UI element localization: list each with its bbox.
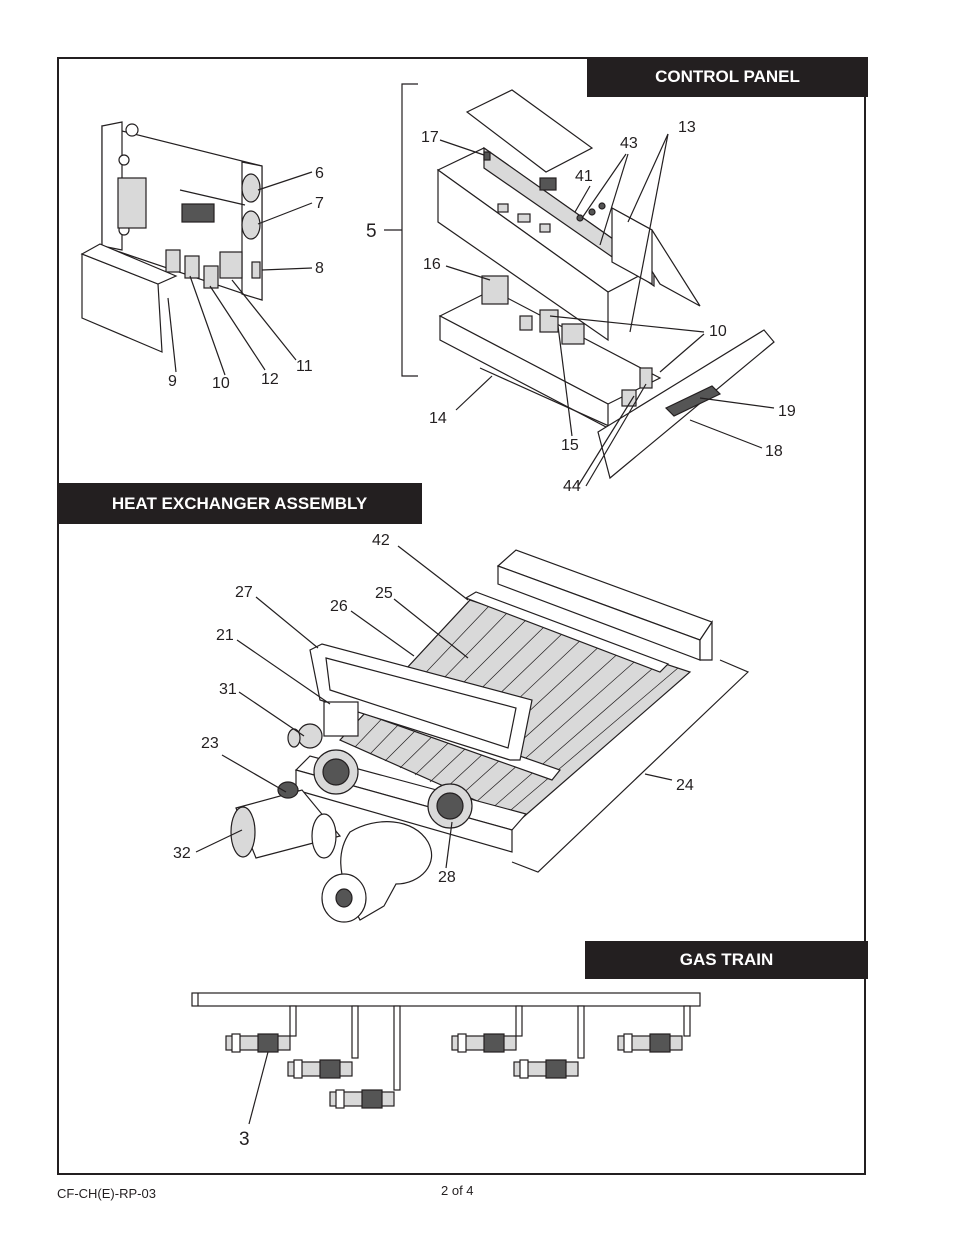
control-panel-bracket <box>384 83 418 377</box>
callout-27: 27 <box>235 584 253 601</box>
control-panel-banner: CONTROL PANEL <box>587 57 868 97</box>
callout-31: 31 <box>219 681 237 698</box>
callout-7: 7 <box>315 195 324 212</box>
heat-exchanger-title: HEAT EXCHANGER ASSEMBLY <box>111 493 368 513</box>
callout-14: 14 <box>429 410 447 427</box>
callout-13: 13 <box>678 119 696 136</box>
callout-24: 24 <box>676 777 694 794</box>
callout-19: 19 <box>778 403 796 420</box>
gas-train-title: GAS TRAIN <box>679 950 774 969</box>
callout-21: 21 <box>216 627 234 644</box>
callout-32: 32 <box>173 845 191 862</box>
gas-train-parts <box>191 992 701 1109</box>
callout-18: 18 <box>765 443 783 460</box>
control-panel-parts <box>436 89 775 480</box>
callout-25: 25 <box>375 585 393 602</box>
control-box-leaders <box>167 171 313 376</box>
callout-11: 11 <box>296 358 313 375</box>
document-id: CF-CH(E)-RP-03 <box>57 1186 156 1201</box>
callout-17: 17 <box>421 129 439 146</box>
callout-8: 8 <box>315 260 324 277</box>
callout-44: 44 <box>563 478 581 495</box>
diagram-frame <box>57 57 866 1175</box>
page-number: 2 of 4 <box>441 1183 474 1198</box>
gas-train-banner: GAS TRAIN <box>585 941 868 979</box>
control-panel-leaders <box>439 133 775 487</box>
heat-exchanger-banner: HEAT EXCHANGER ASSEMBLY <box>57 483 422 524</box>
callout-28: 28 <box>438 869 456 886</box>
callout-23: 23 <box>201 735 219 752</box>
callout-16: 16 <box>423 256 441 273</box>
callout-10-panel: 10 <box>709 323 727 340</box>
control-panel-title: CONTROL PANEL <box>655 67 800 86</box>
callout-10-box: 10 <box>212 375 230 392</box>
heat-exchanger-parts <box>230 549 750 923</box>
callout-26: 26 <box>330 598 348 615</box>
heat-exchanger-leaders <box>195 545 673 869</box>
callout-labels: 6 7 8 9 10 12 11 5 17 43 13 41 16 10 19 … <box>168 119 796 1150</box>
callout-9: 9 <box>168 373 177 390</box>
gas-train-leaders <box>248 1051 269 1125</box>
callout-12: 12 <box>261 371 279 388</box>
callout-15: 15 <box>561 437 579 454</box>
callout-3: 3 <box>239 1129 250 1150</box>
callout-5: 5 <box>366 221 377 242</box>
callout-42: 42 <box>372 532 390 549</box>
callout-6: 6 <box>315 165 324 182</box>
control-box-enclosure <box>80 121 263 353</box>
callout-41: 41 <box>575 168 593 185</box>
callout-43: 43 <box>620 135 638 152</box>
